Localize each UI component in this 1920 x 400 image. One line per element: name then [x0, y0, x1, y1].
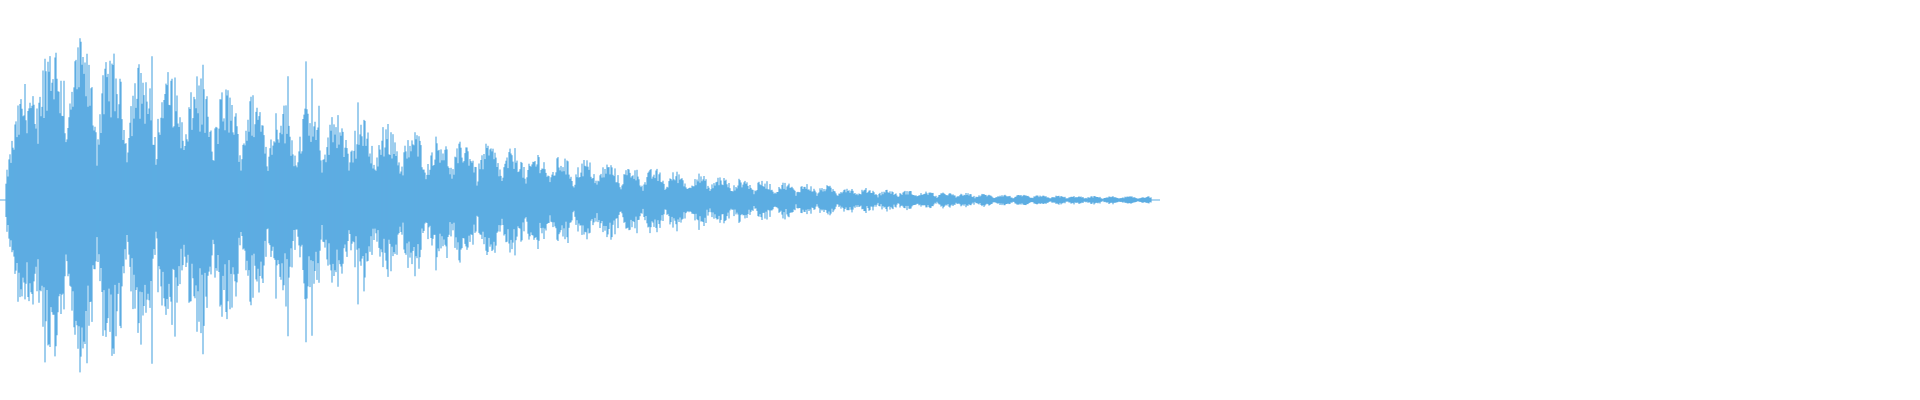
waveform-samples — [5, 38, 1152, 373]
